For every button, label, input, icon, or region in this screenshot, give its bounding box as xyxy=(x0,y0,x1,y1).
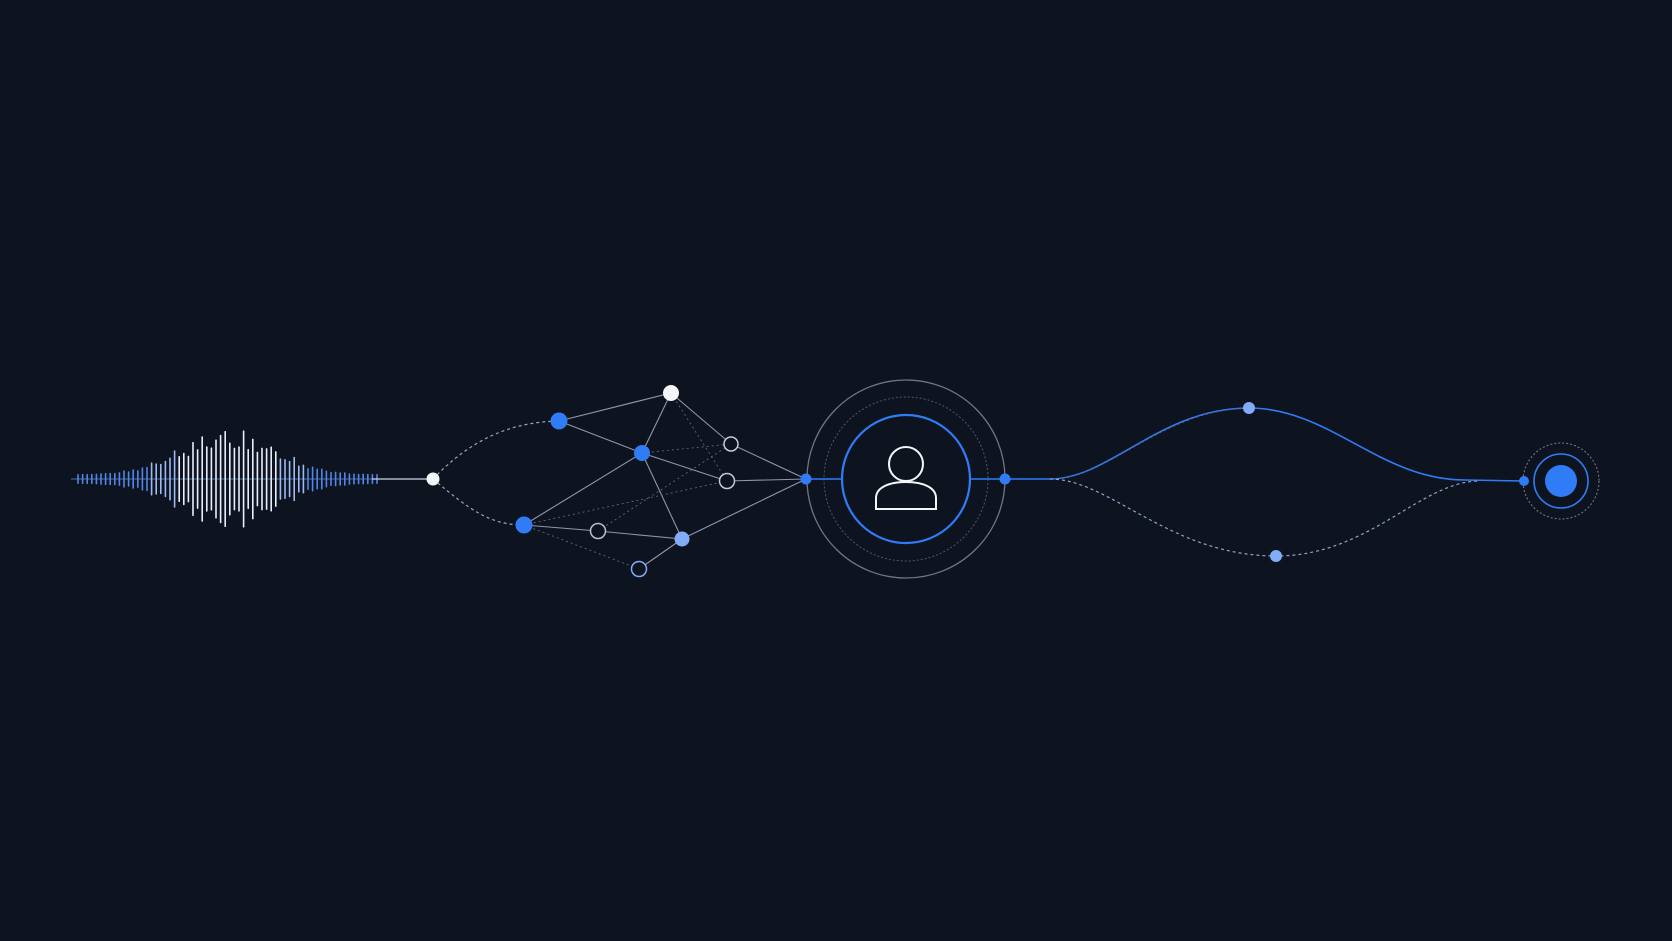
edge xyxy=(523,524,640,570)
network-node-blue xyxy=(515,516,533,534)
network-edges xyxy=(523,392,807,570)
target-outer-ring xyxy=(1522,442,1600,520)
edge xyxy=(681,478,807,540)
edge xyxy=(641,452,683,540)
edge xyxy=(558,392,672,422)
user-icon xyxy=(875,446,937,510)
network-nodes xyxy=(515,385,739,578)
edge xyxy=(670,392,728,482)
branch-node-upper xyxy=(1243,402,1255,414)
output-target xyxy=(1519,442,1600,520)
target-core xyxy=(1545,465,1577,497)
branch-path-upper-shadow xyxy=(1049,407,1250,480)
branch-node-lower xyxy=(1270,550,1282,562)
edge xyxy=(730,443,807,480)
split-path-upper xyxy=(432,420,560,480)
edge xyxy=(558,420,643,454)
network-node-hollow xyxy=(589,522,607,540)
edge xyxy=(597,443,732,532)
edge xyxy=(597,530,683,540)
edge xyxy=(638,538,683,570)
network-node-blue xyxy=(550,412,568,430)
edge xyxy=(670,392,732,445)
network-node-light xyxy=(674,531,690,547)
split-path-lower xyxy=(432,478,525,526)
network-node-hollow xyxy=(723,436,739,452)
network-node-hollow xyxy=(718,472,736,490)
network-node-hollow xyxy=(630,560,648,578)
user-icon-body xyxy=(875,480,937,510)
network-node-blue xyxy=(634,445,650,461)
audio-waveform xyxy=(71,430,378,528)
edge xyxy=(523,524,599,532)
edge xyxy=(523,452,643,526)
network-node-white xyxy=(663,385,679,401)
network-edges-faint xyxy=(523,392,732,570)
target-port xyxy=(1519,476,1529,486)
edge xyxy=(726,478,807,482)
edge xyxy=(641,392,672,454)
edge xyxy=(641,452,728,482)
center-port-left xyxy=(800,473,812,485)
input-node xyxy=(426,472,440,486)
target-inner-ring xyxy=(1533,453,1589,509)
